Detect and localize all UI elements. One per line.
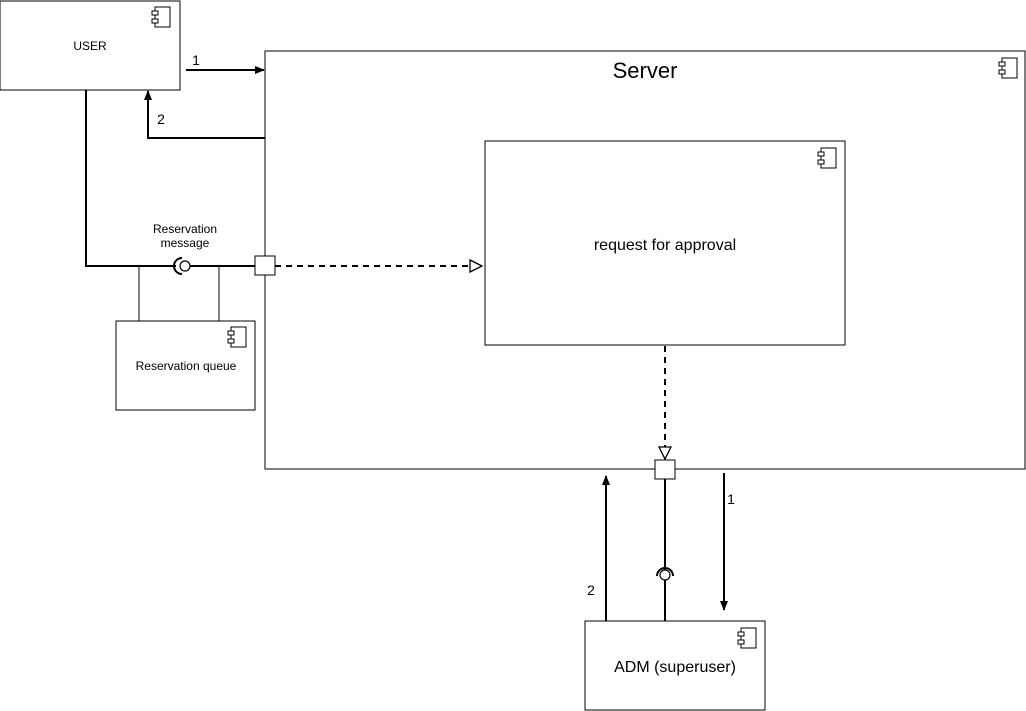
user-component[interactable]: USER <box>0 0 181 91</box>
reservation-queue-component[interactable]: Reservation queue <box>115 320 256 411</box>
server-component-icon <box>998 57 1018 79</box>
adm-ball <box>659 569 671 581</box>
adm-interface <box>656 479 674 621</box>
user-to-server-step: 1 <box>192 52 200 68</box>
server-to-adm-step: 1 <box>727 491 735 507</box>
adm-to-server-step: 2 <box>587 582 595 598</box>
request-label: request for approval <box>594 237 736 254</box>
reservation-socket <box>173 257 183 275</box>
server-to-user-arrow <box>144 90 265 139</box>
adm-component-icon <box>737 627 757 649</box>
adm-socket <box>656 567 674 577</box>
server-left-port[interactable] <box>254 255 276 276</box>
reservation-label-line2: message <box>161 236 210 250</box>
reservation-label-line1: Reservation <box>153 222 217 236</box>
request-component-icon <box>817 147 837 169</box>
adm-label: ADM (superuser) <box>614 659 736 676</box>
adm-component[interactable]: ADM (superuser) <box>584 620 766 711</box>
user-component-icon <box>151 6 171 28</box>
request-for-approval-component[interactable]: request for approval <box>484 140 846 346</box>
reservation-message-interface: Reservation message <box>153 222 255 275</box>
reservation-ball <box>179 260 191 272</box>
server-bottom-port[interactable] <box>654 459 676 480</box>
queue-label: Reservation queue <box>136 359 237 373</box>
user-reservation-wire <box>85 90 176 267</box>
server-to-user-step: 2 <box>157 111 165 127</box>
queue-component-icon <box>227 326 247 348</box>
user-label: USER <box>73 39 107 53</box>
server-label: Server <box>613 58 678 83</box>
